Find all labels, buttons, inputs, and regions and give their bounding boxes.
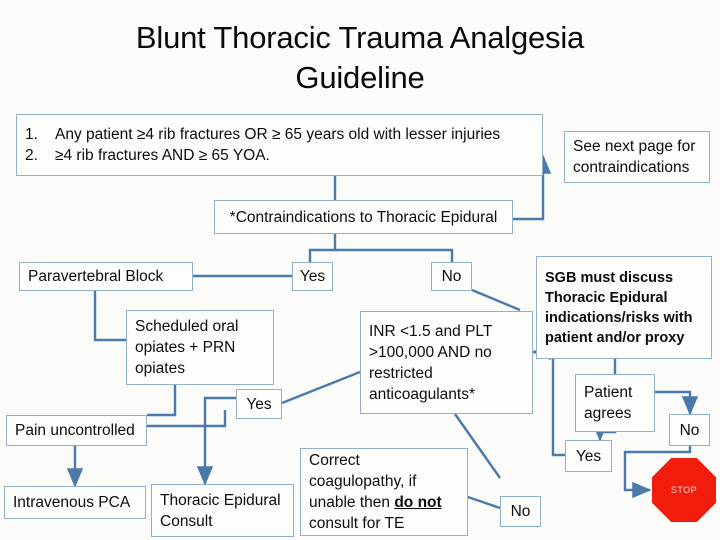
sgb-discussion-box: SGB must discuss Thoracic Epidural indic…: [536, 256, 712, 359]
contraindications-label: *Contraindications to Thoracic Epidural: [229, 208, 498, 226]
inr-plt-criteria-box: INR <1.5 and PLT >100,000 AND no restric…: [360, 311, 533, 414]
te-consult-line-1: Thoracic Epidural: [160, 491, 281, 509]
patient-agrees-line-1: Patient: [584, 384, 633, 401]
correct-coagulopathy-box: Correct coagulopathy, if unable then do …: [300, 448, 468, 536]
criteria-item-2: 2. ≥4 rib fractures AND ≥ 65 YOA.: [25, 145, 534, 166]
patient-agrees-line-2: agrees: [584, 405, 632, 422]
contraindications-box: *Contraindications to Thoracic Epidural: [214, 200, 513, 234]
coag-line-3-emphasis: do not: [394, 494, 442, 511]
scheduled-opiates-box: Scheduled oral opiates + PRN opiates: [126, 310, 274, 385]
wire-yes-to-te-consult-left: [196, 396, 236, 486]
no-contraindications-label: No: [441, 268, 462, 285]
no-inr-label: No: [510, 503, 531, 520]
inr-line-3: restricted: [369, 364, 433, 382]
scheduled-opiates-line-1: Scheduled oral: [135, 318, 239, 335]
patient-agrees-box: Patient agrees: [575, 374, 655, 432]
yes-contraindications-label: Yes: [299, 268, 326, 285]
coag-line-2: coagulopathy, if: [309, 473, 417, 490]
yes-contraindications-box: Yes: [292, 262, 333, 291]
see-next-page-line-2: contraindications: [573, 159, 690, 176]
sgb-line-3: indications/risks with: [545, 309, 693, 326]
page-title-line-2: Guideline: [295, 60, 425, 95]
scheduled-opiates-line-2: opiates + PRN: [135, 339, 236, 356]
wire-yes-inr-to-inr: [281, 370, 361, 405]
stop-sign: STOP: [652, 458, 716, 522]
te-consult-line-2: Consult: [160, 512, 213, 530]
wire-contra-to-yes: [308, 234, 337, 262]
coag-line-3-prefix: unable then: [309, 494, 395, 511]
paravertebral-block-label: Paravertebral Block: [28, 268, 164, 285]
inr-line-2: >100,000 AND no: [369, 343, 492, 361]
paravertebral-block-box: Paravertebral Block: [19, 262, 193, 291]
wire-coag-to-no-bottom: [467, 495, 501, 510]
wire-yes-agrees-to-inr-up: [551, 352, 565, 457]
inr-line-1: INR <1.5 and PLT: [369, 322, 493, 340]
wire-pain-to-yes-inr: [147, 410, 227, 428]
criteria-item-1-number: 1.: [25, 126, 38, 143]
see-next-page-line-1: See next page for: [573, 138, 696, 155]
see-next-page-box: See next page for contraindications: [564, 131, 710, 183]
coag-line-4: consult for TE: [309, 515, 405, 532]
scheduled-opiates-line-3: opiates: [135, 360, 185, 377]
wire-opiates-to-pain: [147, 385, 177, 417]
coag-line-1: Correct: [309, 452, 360, 469]
yes-inr-box: Yes: [236, 389, 282, 419]
yes-patient-agrees-label: Yes: [575, 447, 602, 465]
sgb-line-1: SGB must discuss: [545, 269, 674, 286]
no-patient-agrees-label: No: [679, 421, 700, 439]
criteria-box: 1. Any patient ≥4 rib fractures OR ≥ 65 …: [16, 114, 543, 176]
sgb-line-2: Thoracic Epidural: [545, 289, 668, 306]
no-contraindications-box: No: [431, 262, 472, 291]
stop-label: STOP: [670, 485, 698, 495]
criteria-item-2-text: ≥4 rib fractures AND ≥ 65 YOA.: [55, 147, 270, 164]
page-title: Blunt Thoracic Trauma Analgesia Guidelin…: [0, 18, 720, 98]
yes-patient-agrees-box: Yes: [565, 440, 612, 472]
pain-uncontrolled-label: Pain uncontrolled: [15, 422, 135, 439]
yes-inr-label: Yes: [246, 395, 272, 413]
wire-contra-to-no: [335, 248, 454, 262]
intravenous-pca-box: Intravenous PCA: [4, 486, 146, 519]
criteria-item-1: 1. Any patient ≥4 rib fractures OR ≥ 65 …: [25, 124, 534, 145]
intravenous-pca-label: Intravenous PCA: [13, 494, 131, 511]
wire-patient-to-no: [655, 390, 699, 416]
criteria-item-2-number: 2.: [25, 147, 38, 164]
wire-paravertebral-to-opiates: [93, 290, 126, 342]
coag-line-3: unable then do not: [309, 492, 459, 513]
criteria-item-1-text: Any patient ≥4 rib fractures OR ≥ 65 yea…: [55, 126, 501, 143]
thoracic-epidural-consult-box: Thoracic Epidural Consult: [151, 484, 294, 537]
no-patient-agrees-box: No: [669, 414, 710, 446]
wire-no-to-sgb: [471, 288, 521, 312]
no-inr-box: No: [500, 496, 541, 527]
sgb-line-4: patient and/or proxy: [545, 329, 685, 346]
page-title-line-1: Blunt Thoracic Trauma Analgesia: [135, 20, 585, 55]
inr-line-4: anticoagulants*: [369, 385, 475, 403]
pain-uncontrolled-box: Pain uncontrolled: [6, 415, 147, 446]
